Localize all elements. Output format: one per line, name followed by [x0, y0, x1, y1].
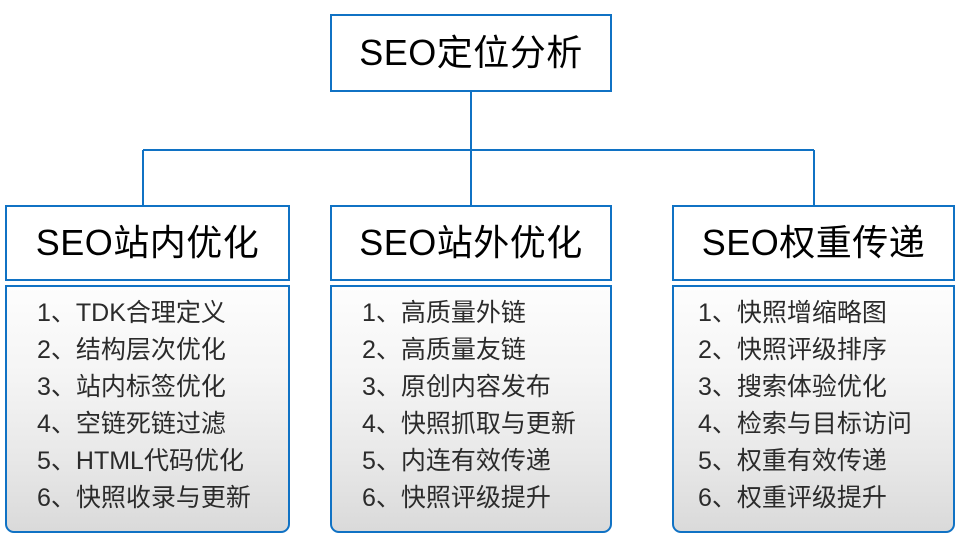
list-item: 2、快照评级排序: [698, 336, 887, 364]
list-item: 1、高质量外链: [362, 299, 526, 327]
list-item: 1、TDK合理定义: [37, 299, 226, 327]
branch-2-title: SEO站外优化: [359, 222, 583, 263]
list-item: 5、HTML代码优化: [37, 447, 244, 475]
branch-3-body: 1、快照增缩略图 2、快照评级排序 3、搜索体验优化 4、检索与目标访问 5、权…: [672, 285, 955, 533]
list-item: 5、内连有效传递: [362, 447, 551, 475]
list-item: 4、检索与目标访问: [698, 410, 912, 438]
list-item: 5、权重有效传递: [698, 447, 887, 475]
list-item: 6、快照评级提升: [362, 484, 551, 512]
branch-2-list: 1、高质量外链 2、高质量友链 3、原创内容发布 4、快照抓取与更新 5、内连有…: [332, 295, 610, 517]
branch-2-body: 1、高质量外链 2、高质量友链 3、原创内容发布 4、快照抓取与更新 5、内连有…: [330, 285, 612, 533]
branch-column-1[interactable]: SEO站内优化 1、TDK合理定义 2、结构层次优化 3、站内标签优化 4、空链…: [5, 205, 290, 533]
root-node[interactable]: SEO定位分析: [330, 14, 612, 92]
branch-1-body: 1、TDK合理定义 2、结构层次优化 3、站内标签优化 4、空链死链过滤 5、H…: [5, 285, 290, 533]
list-item: 4、快照抓取与更新: [362, 410, 576, 438]
branch-1-title: SEO站内优化: [35, 222, 260, 263]
list-item: 3、原创内容发布: [362, 373, 551, 401]
branch-column-3[interactable]: SEO权重传递 1、快照增缩略图 2、快照评级排序 3、搜索体验优化 4、检索与…: [672, 205, 955, 533]
branch-3-list: 1、快照增缩略图 2、快照评级排序 3、搜索体验优化 4、检索与目标访问 5、权…: [674, 295, 953, 517]
branch-2-header[interactable]: SEO站外优化: [330, 205, 612, 281]
list-item: 3、站内标签优化: [37, 373, 226, 401]
branch-column-2[interactable]: SEO站外优化 1、高质量外链 2、高质量友链 3、原创内容发布 4、快照抓取与…: [330, 205, 612, 533]
branch-1-header[interactable]: SEO站内优化: [5, 205, 290, 281]
branch-3-title: SEO权重传递: [701, 222, 926, 263]
list-item: 4、空链死链过滤: [37, 410, 226, 438]
list-item: 2、结构层次优化: [37, 336, 226, 364]
branch-3-header[interactable]: SEO权重传递: [672, 205, 955, 281]
root-node-title: SEO定位分析: [359, 32, 583, 73]
list-item: 6、权重评级提升: [698, 484, 887, 512]
branch-1-list: 1、TDK合理定义 2、结构层次优化 3、站内标签优化 4、空链死链过滤 5、H…: [7, 295, 288, 517]
list-item: 3、搜索体验优化: [698, 373, 887, 401]
list-item: 1、快照增缩略图: [698, 299, 887, 327]
list-item: 2、高质量友链: [362, 336, 526, 364]
list-item: 6、快照收录与更新: [37, 484, 251, 512]
